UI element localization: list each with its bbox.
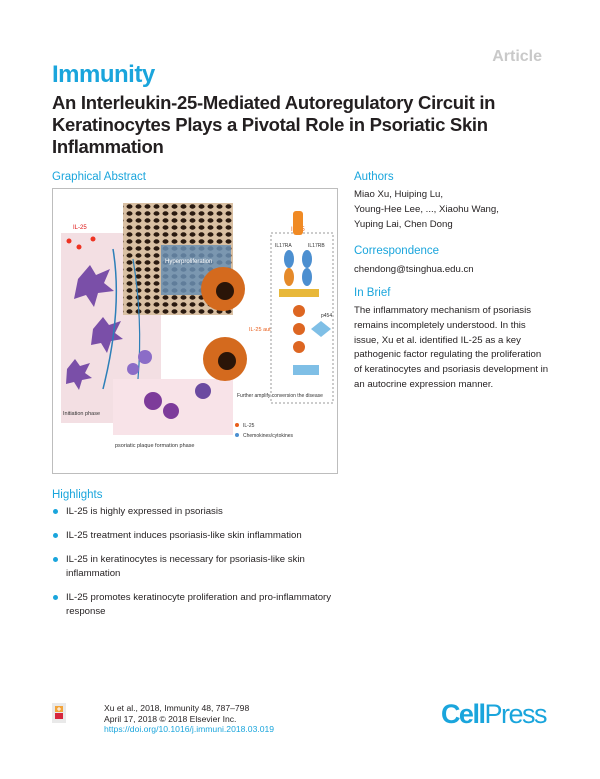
t-cell xyxy=(127,363,139,375)
il25-ligand xyxy=(293,211,303,235)
highlight-item: IL-25 in keratinocytes is necessary for … xyxy=(52,553,352,581)
stat3-node xyxy=(293,323,305,335)
il25-top-label: IL-25 xyxy=(73,225,87,231)
highlight-item: IL-25 treatment induces psoriasis-like s… xyxy=(52,529,352,543)
article-label: Article xyxy=(492,48,542,65)
keratinocyte-nucleus xyxy=(216,282,234,300)
highlight-text: IL-25 promotes keratinocyte proliferatio… xyxy=(66,592,332,617)
highlight-item: IL-25 promotes keratinocyte proliferatio… xyxy=(52,591,352,619)
keratinocyte-nucleus xyxy=(218,352,236,370)
stat3-node xyxy=(293,341,305,353)
t-cell xyxy=(138,350,152,364)
mast-cell xyxy=(195,383,211,399)
nucleus-target xyxy=(293,365,319,375)
highlights-heading: Highlights xyxy=(52,489,103,501)
citation-doi[interactable]: https://doi.org/10.1016/j.immuni.2018.03… xyxy=(104,724,275,734)
il25-autocrine-label: IL-25 autocrine xyxy=(249,327,286,333)
highlight-text: IL-25 treatment induces psoriasis-like s… xyxy=(66,530,302,541)
dendritic-cell xyxy=(66,359,92,390)
il25-dot xyxy=(90,236,96,242)
il17rb-receptor xyxy=(302,268,312,286)
bullet-icon xyxy=(53,509,58,514)
citation-line-1: Xu et al., 2018, Immunity 48, 787–798 xyxy=(104,703,250,713)
il25-dot xyxy=(76,244,82,250)
stat3-node xyxy=(293,305,305,317)
authors-heading: Authors xyxy=(354,171,394,183)
in-brief-heading: In Brief xyxy=(354,287,391,299)
membrane xyxy=(279,289,319,297)
further-amplify-label: Further amplify conversion the disease xyxy=(237,393,323,399)
highlight-text: IL-25 in keratinocytes is necessary for … xyxy=(66,554,305,579)
il17rb-label: IL17RB xyxy=(308,243,325,249)
il17ra-label: IL17RA xyxy=(275,243,292,249)
legend-il25-swatch xyxy=(235,423,239,427)
article-title: An Interleukin-25-Mediated Autoregulator… xyxy=(52,92,496,157)
graphical-abstract-figure[interactable]: Hyperproliferation IL-25 IL-25 autocrine… xyxy=(52,188,338,474)
graphical-abstract-heading: Graphical Abstract xyxy=(52,171,146,183)
bullet-icon xyxy=(53,595,58,600)
vessel-line xyxy=(132,258,141,380)
il25-dot xyxy=(66,238,72,244)
neutrophil xyxy=(144,392,162,410)
crossmark-icon[interactable] xyxy=(52,703,66,723)
citation-line-2: April 17, 2018 © 2018 Elsevier Inc. xyxy=(104,713,237,724)
legend-il25-label: IL-25 xyxy=(243,423,255,429)
neutrophil xyxy=(163,403,179,419)
highlight-text: IL-25 is highly expressed in psoriasis xyxy=(66,506,223,517)
signal-diamond xyxy=(311,321,331,337)
cellpress-logo-light: Press xyxy=(484,699,547,729)
vessel-line xyxy=(102,248,118,390)
authors-line-2: Young-Hee Lee, ..., Xiaohu Wang, xyxy=(354,204,499,215)
authors-line-1: Miao Xu, Huiping Lu, xyxy=(354,189,444,200)
il17ra-receptor xyxy=(284,250,294,268)
dendritic-cell xyxy=(74,265,114,307)
initiation-label: Initiation phase xyxy=(63,411,100,417)
highlight-item: IL-25 is highly expressed in psoriasis xyxy=(52,505,352,519)
correspondence-email[interactable]: chendong@tsinghua.edu.cn xyxy=(354,264,474,275)
graphical-abstract-illustration: Hyperproliferation IL-25 IL-25 autocrine… xyxy=(61,203,334,449)
cellpress-logo-bold: Cell xyxy=(440,699,486,729)
correspondence-heading: Correspondence xyxy=(354,245,440,257)
authors-line-3: Yuping Lai, Chen Dong xyxy=(354,219,453,230)
in-brief-text: The inflammatory mechanism of psoriasis … xyxy=(354,305,549,390)
legend-chemokine-label: Chemokines/cytokines xyxy=(243,433,294,439)
highlights-list: IL-25 is highly expressed in psoriasis I… xyxy=(52,505,352,629)
cellpress-logo[interactable]: CellPress xyxy=(440,699,548,730)
bullet-icon xyxy=(53,533,58,538)
plaque-label: psoriatic plaque formation phase xyxy=(115,443,195,449)
bullet-icon xyxy=(53,557,58,562)
il17ra-receptor xyxy=(284,268,294,286)
il17rb-receptor xyxy=(302,250,312,268)
journal-name[interactable]: Immunity xyxy=(52,61,155,88)
citation-block: Xu et al., 2018, Immunity 48, 787–798 Ap… xyxy=(104,703,274,735)
legend-chemokine-swatch xyxy=(235,433,239,437)
hyperproliferation-label: Hyperproliferation xyxy=(165,259,212,265)
p454-label: p454 xyxy=(321,313,332,319)
